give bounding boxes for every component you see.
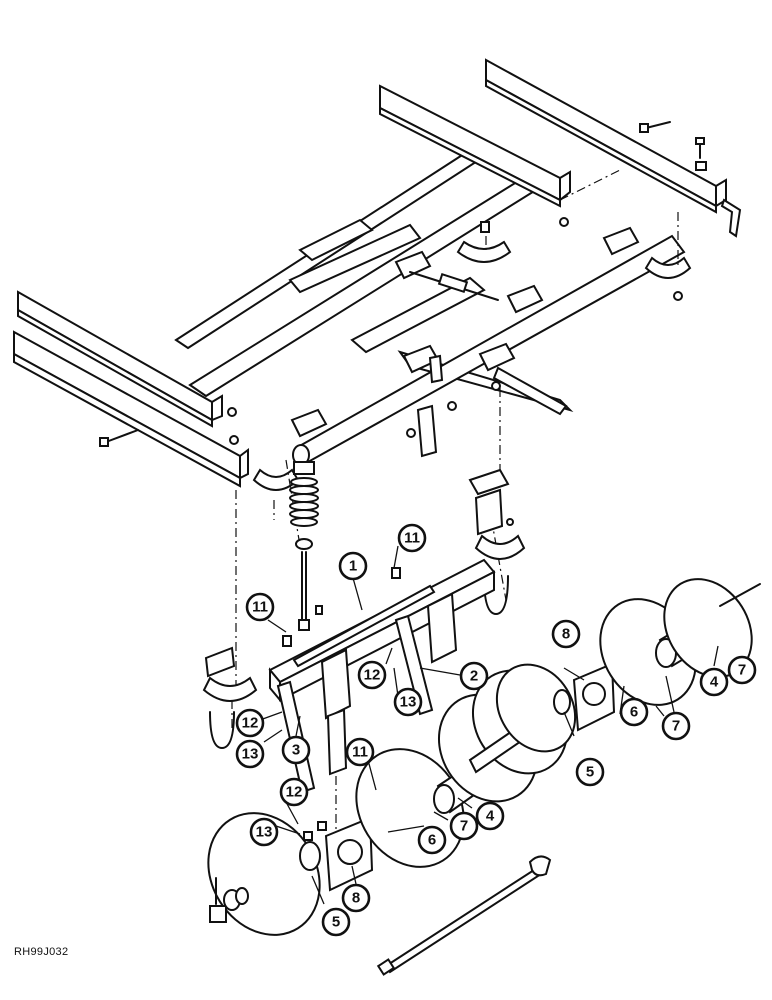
spool <box>553 689 571 715</box>
svg-text:13: 13 <box>400 694 417 711</box>
callout-7: 7 <box>727 655 757 685</box>
gang-bar <box>202 558 496 794</box>
callout-7: 7 <box>449 811 479 841</box>
callout-1: 1 <box>338 551 368 581</box>
callout-6: 6 <box>619 697 649 727</box>
svg-text:1: 1 <box>349 558 357 575</box>
svg-text:7: 7 <box>672 718 680 735</box>
disc-gang <box>207 578 761 936</box>
scraper-arm <box>394 614 434 716</box>
callouts: 1 2 3 4 4 5 5 6 <box>235 523 757 937</box>
svg-text:4: 4 <box>710 674 719 691</box>
washer <box>235 887 249 905</box>
svg-text:8: 8 <box>562 626 570 643</box>
gang-bracket <box>320 648 352 720</box>
rockshaft-tube <box>290 226 686 466</box>
spring-assembly <box>289 461 319 631</box>
callout-7: 7 <box>661 711 691 741</box>
svg-text:7: 7 <box>460 818 468 835</box>
callout-11: 11 <box>245 592 275 622</box>
svg-text:5: 5 <box>332 914 340 931</box>
svg-text:11: 11 <box>352 744 368 761</box>
turnbuckle-link <box>409 271 499 301</box>
gang-axle <box>376 855 552 976</box>
svg-text:8: 8 <box>352 890 360 907</box>
tube-bracket <box>394 250 432 280</box>
callout-4: 4 <box>475 801 505 831</box>
callout-12: 12 <box>235 708 265 738</box>
svg-text:4: 4 <box>486 808 495 825</box>
callout-6: 6 <box>417 825 447 855</box>
tube-bracket <box>290 408 328 438</box>
right-hanger-bracket <box>468 468 526 615</box>
callout-4: 4 <box>699 667 729 697</box>
svg-text:7: 7 <box>738 662 746 679</box>
svg-text:6: 6 <box>428 832 436 849</box>
disc-blade <box>495 663 577 753</box>
main-frame <box>13 58 727 488</box>
callout-2: 2 <box>459 661 489 691</box>
callout-12: 12 <box>279 777 309 807</box>
coil-spring <box>289 477 319 527</box>
callout-12: 12 <box>357 660 387 690</box>
svg-text:13: 13 <box>256 824 273 841</box>
callout-8: 8 <box>341 883 371 913</box>
left-frame-rail <box>13 290 249 488</box>
svg-text:2: 2 <box>470 668 478 685</box>
svg-text:5: 5 <box>586 764 594 781</box>
gang-bracket <box>326 708 348 776</box>
spool <box>299 841 321 871</box>
callout-3: 3 <box>281 735 311 765</box>
gang-bracket <box>426 592 458 664</box>
tube-bracket <box>506 284 544 314</box>
svg-text:12: 12 <box>286 784 303 801</box>
tube-bracket <box>478 342 516 372</box>
frame-center-channels <box>379 58 727 214</box>
svg-text:6: 6 <box>630 704 638 721</box>
svg-text:12: 12 <box>242 715 259 732</box>
disc-blade <box>207 812 321 936</box>
svg-text:3: 3 <box>292 742 300 759</box>
svg-text:11: 11 <box>404 530 420 547</box>
callout-11: 11 <box>397 523 427 553</box>
callout-13: 13 <box>249 817 279 847</box>
callout-5: 5 <box>575 757 605 787</box>
svg-text:12: 12 <box>364 667 381 684</box>
upper-hardware <box>99 121 742 491</box>
callout-8: 8 <box>551 619 581 649</box>
tube-bracket <box>602 226 640 256</box>
callout-13: 13 <box>235 739 265 769</box>
callout-5: 5 <box>321 907 351 937</box>
tube-hanger <box>416 404 438 458</box>
frame-cross-tubes <box>174 148 538 398</box>
svg-text:13: 13 <box>242 746 259 763</box>
svg-text:11: 11 <box>252 599 268 616</box>
callout-11: 11 <box>345 737 375 767</box>
tube-hanger <box>428 354 444 384</box>
callout-leaders <box>259 545 719 905</box>
nut <box>209 905 227 923</box>
figure-reference-code: RH99J032 <box>14 946 69 958</box>
callout-13: 13 <box>393 687 423 717</box>
